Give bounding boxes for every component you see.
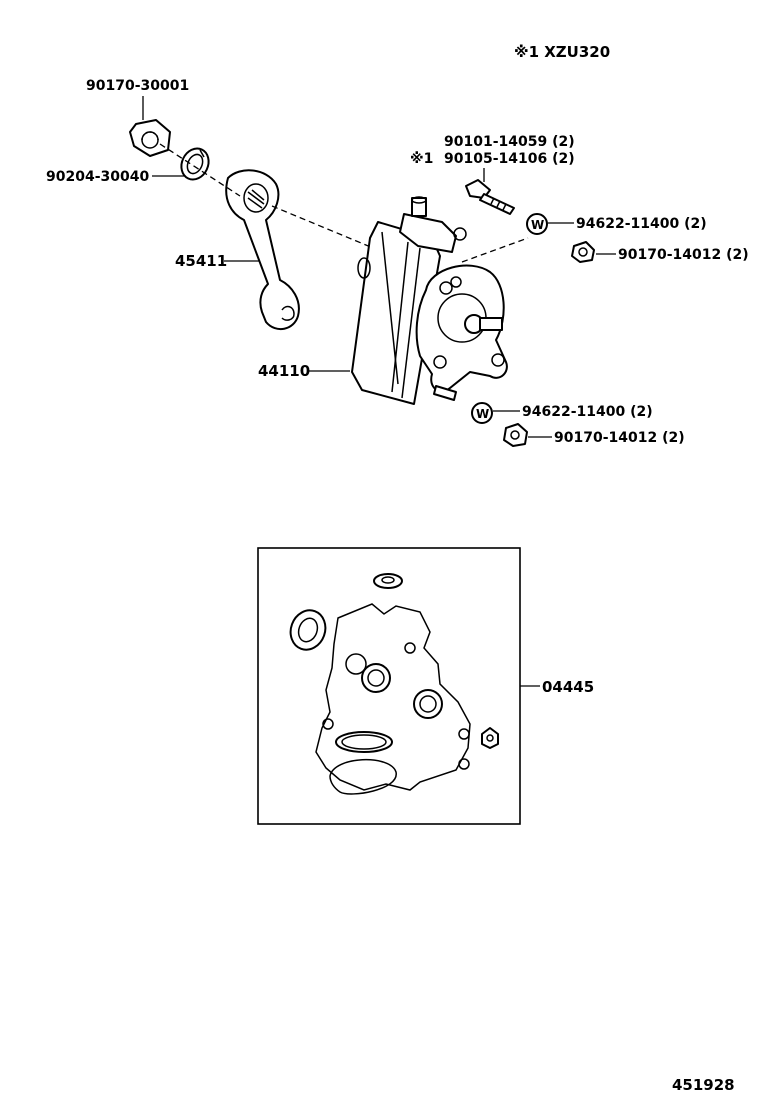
label-gasket-kit-04445: 04445 xyxy=(542,678,594,696)
gasket-kit-frame xyxy=(257,547,521,825)
label-bolt-90105-14106: 90105-14106 (2) xyxy=(444,151,575,167)
hex-nut-icon xyxy=(129,119,171,157)
pitman-arm-icon xyxy=(225,169,300,331)
steering-gear-box-icon xyxy=(351,196,508,405)
lock-washer-icon xyxy=(180,147,210,181)
label-nut-90170-14012-upper: 90170-14012 (2) xyxy=(618,247,749,263)
flange-nut-icon-lower xyxy=(503,423,528,447)
label-gear-box-44110: 44110 xyxy=(258,362,310,380)
label-washer-94622-11400-lower: 94622-11400 (2) xyxy=(522,404,653,420)
svg-text:W: W xyxy=(476,407,489,421)
assembly-line-bolt xyxy=(461,237,529,263)
bolt-icon xyxy=(465,179,515,215)
model-note: ※1 XZU320 xyxy=(514,43,610,61)
washer-w-icon-upper: W xyxy=(526,213,548,235)
washer-w-icon-lower: W xyxy=(471,402,493,424)
label-bolt-90101-14059: 90101-14059 (2) xyxy=(444,134,575,150)
diagram-code: 451928 xyxy=(672,1076,735,1094)
label-nut-90170-14012-lower: 90170-14012 (2) xyxy=(554,430,685,446)
assembly-line-arm xyxy=(271,205,379,251)
assembly-line-nut xyxy=(159,143,241,197)
label-pitman-arm-45411: 45411 xyxy=(175,252,227,270)
label-washer-90204-30040: 90204-30040 xyxy=(46,169,149,185)
label-washer-94622-11400-upper: 94622-11400 (2) xyxy=(576,216,707,232)
svg-text:W: W xyxy=(531,218,544,232)
gasket-kit-contents xyxy=(289,573,499,795)
label-bolt-prefix: ※1 xyxy=(410,151,433,167)
label-nut-90170-30001: 90170-30001 xyxy=(86,78,189,94)
flange-nut-icon-upper xyxy=(571,241,595,263)
